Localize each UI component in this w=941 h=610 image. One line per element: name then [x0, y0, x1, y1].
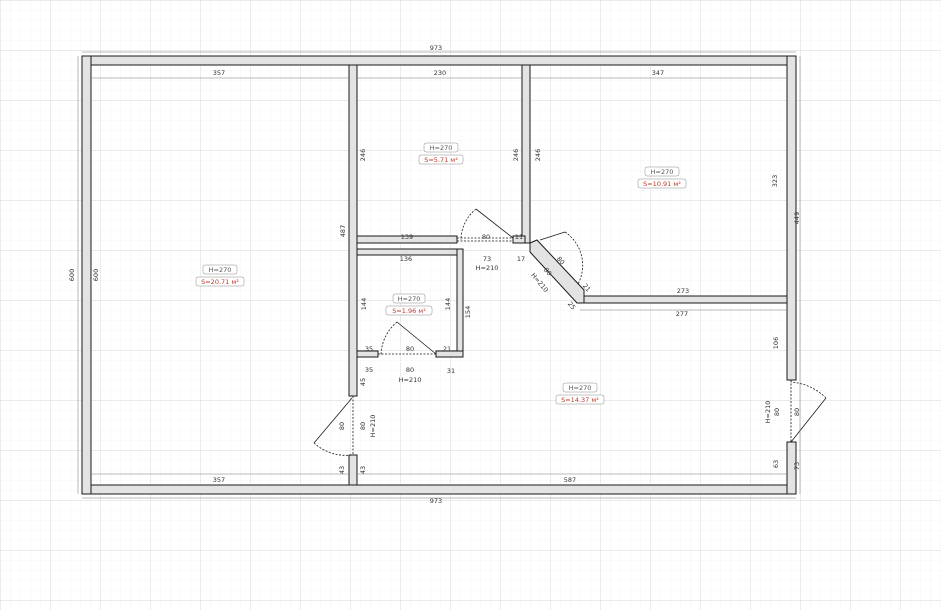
dim-label: 587 [564, 476, 576, 484]
dim-label: 246 [359, 149, 367, 161]
dimension-lines [77, 51, 801, 499]
dim-label: H=210 [369, 415, 377, 438]
room-area: S=10.91 м² [643, 180, 681, 188]
dim-label: 80 [773, 408, 781, 416]
door-swing-diagonal [564, 231, 584, 285]
dim-label: H=210 [399, 376, 422, 384]
dim-label: 139 [401, 233, 413, 241]
dim-label: 487 [339, 225, 347, 237]
dim-label: 973 [430, 497, 442, 505]
dim-label: 973 [430, 44, 442, 52]
dim-label: H=210 [764, 401, 772, 424]
dim-label: 80 [359, 422, 367, 430]
door-swing-top-middle [460, 208, 477, 241]
outer-wall-left [81, 55, 92, 495]
dim-label: 17 [517, 255, 525, 263]
dim-label: 357 [213, 69, 225, 77]
dim-label: 357 [213, 476, 225, 484]
dim-label: 144 [360, 298, 368, 310]
room-tag-hall: H=270 S=14.37 м² [555, 382, 605, 405]
dim-label: 43 [338, 466, 346, 474]
room-height: H=270 [569, 384, 592, 392]
room-tag-bathroom: H=270 S=1.96 м² [385, 293, 433, 316]
outer-wall-top [81, 55, 797, 66]
room-height: H=270 [430, 144, 453, 152]
dim-label: 144 [444, 298, 452, 310]
dim-label: 80 [406, 366, 414, 374]
dim-label: 80 [482, 233, 490, 241]
wall-left-room-lower [348, 454, 358, 486]
dim-label: 45 [359, 378, 367, 386]
dim-label: 154 [464, 306, 472, 318]
dim-label: 449 [793, 212, 801, 224]
dim-label: 80 [555, 255, 566, 266]
dim-label: 246 [512, 149, 520, 161]
dim-label: 35 [365, 366, 373, 374]
dim-label: 80 [793, 408, 801, 416]
dim-label: 35 [365, 345, 373, 353]
dim-label: 80 [406, 345, 414, 353]
dim-label: 347 [652, 69, 664, 77]
door-leaf-diagonal [539, 231, 566, 241]
dim-label: 31 [447, 367, 455, 375]
room-tag-large-left: H=270 S=20.71 м² [195, 264, 245, 287]
room-area: S=14.37 м² [561, 396, 599, 404]
dim-label: 80 [338, 422, 346, 430]
dim-label: H=210 [476, 264, 499, 272]
room-height: H=270 [209, 266, 232, 274]
dimension-labels: 973 357 230 347 357 587 973 600 600 487 … [68, 44, 801, 505]
room-area: S=20.71 м² [201, 278, 239, 286]
door-leaf-bath [396, 321, 437, 355]
room-height: H=270 [398, 295, 421, 303]
walls [81, 55, 797, 495]
dim-label: 323 [771, 175, 779, 187]
outer-wall-bottom [81, 484, 797, 495]
wall-diagonal [529, 239, 585, 304]
room-area: S=5.71 м² [424, 156, 458, 164]
doors [313, 208, 827, 456]
room-area: S=1.96 м² [392, 307, 426, 315]
dim-label: 11 [515, 233, 523, 241]
room-height: H=270 [651, 168, 674, 176]
dim-label: 136 [400, 255, 412, 263]
wall-top-divider [521, 64, 531, 244]
dim-label: 21 [581, 282, 592, 293]
dim-label: 73 [483, 255, 491, 263]
dim-label: 600 [68, 269, 76, 281]
wall-left-room-upper [348, 64, 358, 397]
dim-label: 246 [534, 149, 542, 161]
wall-bath-right [456, 248, 464, 358]
dim-label: 80 [542, 266, 553, 277]
wall-top-middle-bottom-right [512, 235, 526, 244]
wall-right-room-bottom [579, 295, 788, 304]
door-swing-outer-right [790, 381, 827, 399]
door-leaf-top-middle [475, 208, 514, 239]
dim-label: 73 [793, 462, 801, 470]
dim-label: 600 [92, 269, 100, 281]
dim-label: 43 [359, 466, 367, 474]
door-leaf-outer-right [790, 397, 827, 443]
door-leaf-left [313, 397, 353, 444]
dim-label: 21 [443, 345, 451, 353]
dim-label: 277 [676, 310, 688, 318]
dim-label: 63 [772, 460, 780, 468]
outer-wall-right-upper [786, 55, 797, 381]
dim-label: 25 [566, 300, 577, 311]
room-tags: H=270 S=20.71 м² H=270 S=5.71 м² H=270 S… [195, 142, 687, 405]
room-tag-top-right: H=270 S=10.91 м² [637, 166, 687, 189]
room-tag-top-middle: H=270 S=5.71 м² [418, 142, 464, 165]
dim-label: 273 [677, 287, 689, 295]
door-swing-bath [380, 321, 398, 357]
wall-top-middle-bottom [356, 235, 458, 244]
dim-label: 106 [772, 337, 780, 349]
dim-label: 230 [434, 69, 446, 77]
